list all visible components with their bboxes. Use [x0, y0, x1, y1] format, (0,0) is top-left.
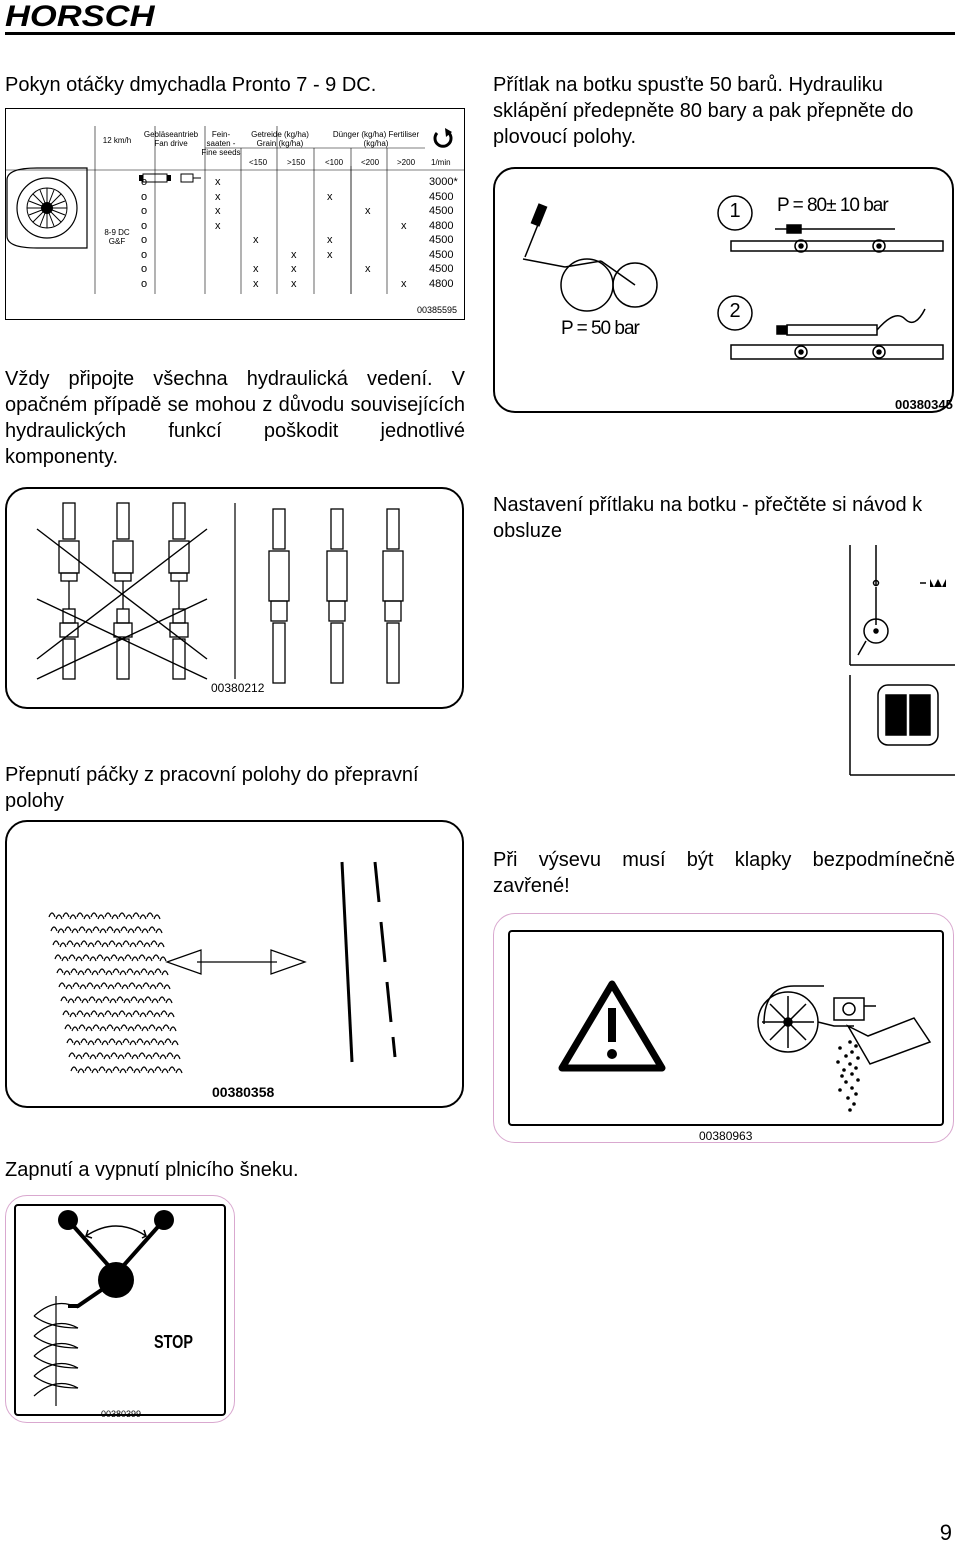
- col-fan-label: Gebläseantrieb Fan drive: [143, 130, 199, 148]
- fan-row-cell: 4500: [429, 248, 454, 261]
- figure-code-auger: 00380399: [101, 1409, 142, 1419]
- fan-row-cell: 4800: [429, 219, 454, 232]
- road-markings: [340, 861, 397, 1063]
- pressure-setting-figure: [849, 545, 955, 776]
- fan-row-cell: x: [291, 263, 297, 275]
- fan-row-cell: x: [253, 234, 259, 246]
- fan-row-cell: x: [401, 277, 407, 290]
- auger-heading: Zapnutí a vypnutí plnicího šneku.: [5, 1159, 299, 1181]
- flaps-frame: [508, 930, 944, 1126]
- fan-row-cell: o: [141, 248, 148, 261]
- marker-2: 2: [729, 300, 741, 322]
- fan-flap-diagram: [757, 985, 932, 1065]
- fan-row-cell: x: [215, 190, 221, 203]
- fan-row-cell: x: [327, 234, 333, 246]
- fan-row-cell: 4500: [429, 234, 454, 246]
- double-arrow-icon: [165, 949, 307, 975]
- auger-drawing: [33, 1210, 174, 1406]
- flaps-figure: 00380963: [493, 913, 954, 1143]
- horsch-logo: HORSCH: [5, 0, 155, 33]
- coulter-pressure-heading: Přítlak na botku spusťte 50 barů. Hydrau…: [493, 74, 914, 148]
- auger-frame: [14, 1204, 226, 1416]
- header-rule: [5, 32, 955, 35]
- fan-row-cell: 4500: [429, 263, 454, 275]
- fan-row-cell: x: [215, 219, 221, 232]
- figure-code-hydraulics: 00380212: [211, 681, 265, 695]
- fan-speed-heading: Pokyn otáčky dmychadla Pronto 7 - 9 DC.: [5, 74, 377, 96]
- fan-row-cell: x: [327, 248, 333, 261]
- col-fert-label: Dünger (kg/ha) Fertiliser (kg/ha): [332, 130, 420, 148]
- auger-figure: STOP 00380399: [5, 1195, 235, 1423]
- fan-drawing: [6, 167, 88, 249]
- sub-grain-low: <150: [249, 158, 268, 167]
- fan-row-cell: o: [141, 219, 148, 232]
- pressure-80-label: P = 80± 10 bar: [777, 195, 889, 216]
- fan-row-cell: 4800: [429, 277, 454, 290]
- fan-row-cell: 3000*: [429, 176, 458, 188]
- fan-row-cell: x: [365, 263, 371, 275]
- flaps-drawing: [558, 980, 932, 1112]
- speed-rows-label: 8-9 DC G&F: [104, 228, 130, 246]
- flaps-heading: Při výsevu musí být klapky bezpodmínečně…: [493, 849, 955, 897]
- marker-1: 1: [729, 200, 741, 222]
- fan-row-cell: 4500: [429, 190, 454, 203]
- figure-code-lever: 00380358: [212, 1084, 275, 1100]
- sub-rpm-unit: 1/min: [431, 158, 451, 167]
- fan-row-cell: x: [327, 190, 333, 203]
- fan-row-cell: x: [215, 205, 221, 217]
- hydraulics-heading: Vždy připojte všechna hydraulická vedení…: [5, 368, 465, 468]
- figure-code-fan: 00385595: [417, 305, 458, 315]
- fan-row-cell: 4500: [429, 205, 454, 217]
- col-fine-label: Fein- saaten - Fine seeds: [201, 130, 241, 157]
- sub-fert-mid: <200: [361, 158, 380, 167]
- fan-row-cell: o: [141, 277, 148, 290]
- fan-row-cell: x: [401, 219, 407, 232]
- warning-icon: [558, 980, 666, 1072]
- hydraulic-couplings-drawing: [36, 502, 404, 684]
- fan-row-cell: o: [141, 234, 148, 246]
- hose-coupling-icon: [180, 173, 201, 183]
- fan-row-cell: x: [291, 248, 297, 261]
- stop-label: STOP: [154, 1332, 193, 1352]
- fan-row-cell: x: [365, 205, 371, 217]
- pressure-50-label: P = 50 bar: [561, 318, 640, 339]
- lever-figure: 00380358: [5, 820, 464, 1108]
- figure-code-flaps: 00380963: [699, 1129, 753, 1143]
- coulter-pressure-drawing: [522, 195, 944, 360]
- fan-row-cell: x: [291, 277, 297, 290]
- fan-speed-figure: 12 km/h Gebläseantrieb Fan drive Fein- s…: [5, 108, 465, 320]
- sub-fert-low: <100: [325, 158, 344, 167]
- rotation-icon: [433, 128, 453, 148]
- sub-fert-high: >200: [397, 158, 416, 167]
- lever-heading: Přepnutí páčky z pracovní polohy do přep…: [5, 764, 419, 812]
- col-grain-label: Getreide (kg/ha) Grain (kg/ha): [251, 130, 309, 148]
- fan-row-cell: o: [141, 176, 148, 188]
- fan-row-cell: x: [253, 277, 259, 290]
- pressure-setting-heading: Nastavení přítlaku na botku - přečtěte s…: [493, 494, 923, 542]
- fan-row-cell: o: [141, 263, 148, 275]
- fan-row-cell: o: [141, 190, 148, 203]
- fan-row-cell: x: [215, 176, 221, 188]
- coulter-pressure-figure: 1 2 P = 80± 10 bar P = 50 bar 00380345: [493, 167, 954, 413]
- fan-speed-table-lines: [5, 108, 465, 320]
- figure-code-coulter: 00380345: [895, 397, 953, 412]
- fan-drive-icon: [139, 173, 171, 183]
- page-number: 9: [939, 1520, 952, 1545]
- fan-row-cell: o: [141, 205, 148, 217]
- lever-drawing: [48, 861, 397, 1074]
- fan-row-cell: x: [253, 263, 259, 275]
- pressure-setting-drawing: [849, 545, 955, 776]
- speed-top-label: 12 km/h: [102, 136, 132, 145]
- sub-grain-high: >150: [287, 158, 306, 167]
- hydraulics-figure: 00380212: [5, 487, 464, 709]
